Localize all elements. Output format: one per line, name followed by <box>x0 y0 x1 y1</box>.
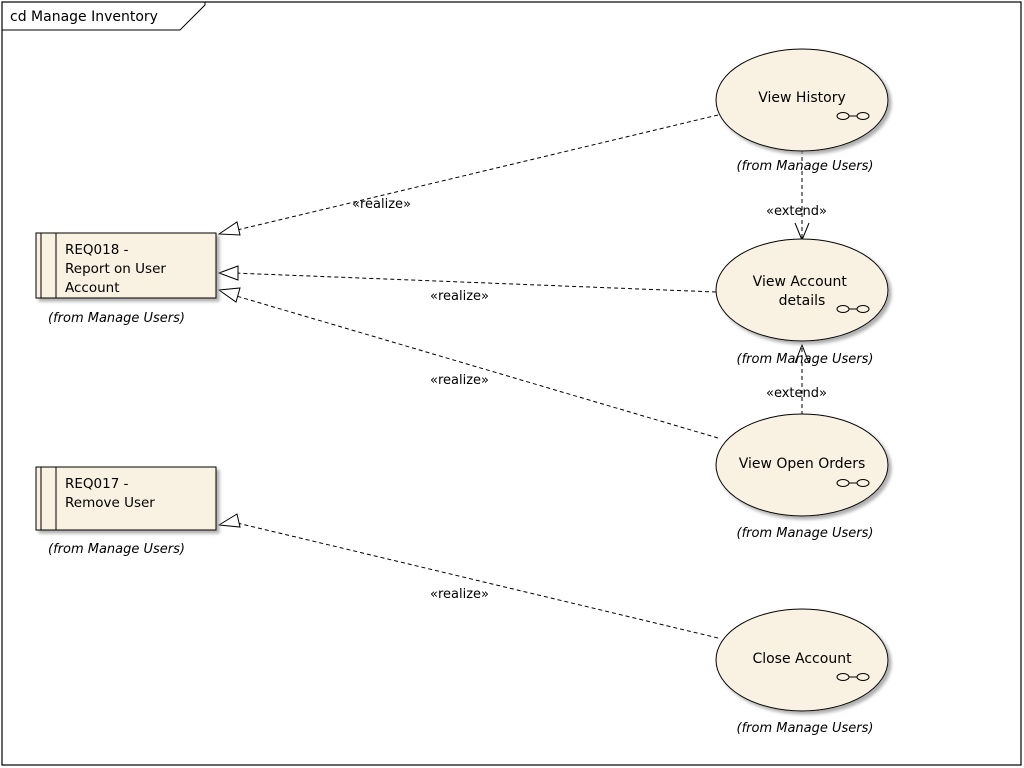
realize-connector-history[interactable] <box>232 114 719 232</box>
requirement-label-line: REQ018 - <box>65 242 129 258</box>
requirement-req018[interactable]: REQ018 - Report on User Account <box>35 232 217 299</box>
use-case-label-line: details <box>779 293 826 309</box>
requirement-label-line: Remove User <box>65 495 155 511</box>
extend-arrowhead <box>794 343 810 364</box>
realize-arrowhead <box>217 265 239 281</box>
requirement-label: REQ018 - Report on User Account <box>65 242 170 296</box>
use-case-label: View Open Orders <box>739 456 866 472</box>
use-case-composite-icon <box>836 479 870 487</box>
use-case-view-account-details[interactable]: View Account details <box>715 238 889 342</box>
realize-label: «realize» <box>352 197 411 212</box>
realize-label: «realize» <box>430 373 489 388</box>
requirement-label-line: Report on User <box>65 261 166 277</box>
frame-title: cd Manage Inventory <box>10 9 158 25</box>
realize-connector-account-details[interactable] <box>232 272 717 293</box>
use-case-source: (from Manage Users) <box>737 352 874 367</box>
extend-label: «extend» <box>766 204 827 219</box>
use-case-source: (from Manage Users) <box>737 526 874 541</box>
realize-connector-close-account[interactable] <box>232 521 719 639</box>
use-case-label: View Account details <box>753 274 852 309</box>
requirement-label-line: Account <box>65 280 120 296</box>
use-case-label: View History <box>758 90 845 106</box>
requirement-req017[interactable]: REQ017 - Remove User <box>35 466 217 531</box>
realize-arrowhead <box>217 287 241 303</box>
connectors <box>232 114 803 639</box>
use-case-source: (from Manage Users) <box>737 159 874 174</box>
requirement-source: (from Manage Users) <box>48 542 185 557</box>
realize-label: «realize» <box>430 587 489 602</box>
use-case-view-history[interactable]: View History <box>715 48 889 152</box>
use-case-composite-icon <box>836 112 870 120</box>
extend-label: «extend» <box>766 386 827 401</box>
connector-labels: «realize» «realize» «realize» «realize» … <box>352 197 827 602</box>
realize-connector-open-orders[interactable] <box>232 294 719 439</box>
use-case-composite-icon <box>836 305 870 313</box>
requirement-source: (from Manage Users) <box>48 311 185 326</box>
use-case-source: (from Manage Users) <box>737 721 874 736</box>
realize-arrowhead <box>217 513 241 528</box>
use-case-label-line: View Account <box>753 274 848 290</box>
use-case-view-open-orders[interactable]: View Open Orders <box>715 413 889 517</box>
arrowheads <box>217 221 810 528</box>
use-case-close-account[interactable]: Close Account <box>715 608 889 712</box>
requirement-label: REQ017 - Remove User <box>65 476 155 511</box>
realize-arrowhead <box>217 221 241 236</box>
realize-label: «realize» <box>430 289 489 304</box>
requirement-label-line: REQ017 - <box>65 476 129 492</box>
use-case-label: Close Account <box>752 651 852 667</box>
use-case-composite-icon <box>836 673 870 681</box>
